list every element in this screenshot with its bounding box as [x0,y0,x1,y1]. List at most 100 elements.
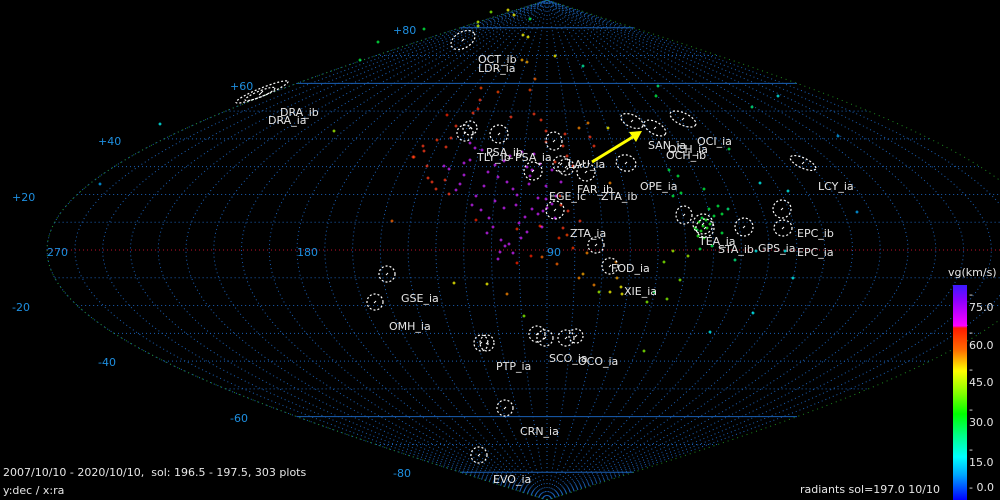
radiant-point [485,282,489,286]
radiant-point [493,163,497,167]
radiant-point [499,238,503,242]
radiant-point [476,24,480,28]
radiant-point [511,187,515,191]
ellipse-center-mark [373,300,377,304]
radiant-point [485,231,489,235]
ra-gridline [407,0,548,500]
ellipse-center-mark [742,225,746,229]
shower-label: PSA_ib [486,146,523,159]
radiant-point [553,54,557,58]
radiant-point [652,290,656,294]
ellipse-center-mark [780,207,784,211]
error-ellipse [523,161,543,181]
radiant-point [733,258,737,262]
radiant-point [489,10,493,14]
radiant-point [561,144,565,148]
ra-gridline [546,0,854,500]
radiant-point [544,197,548,201]
radiant-point [462,161,466,165]
radiant-point [445,113,449,117]
error-ellipse [669,110,697,128]
radiant-point [496,90,500,94]
radiant-point [458,182,462,186]
ellipse-center-mark [559,162,563,166]
radiant-point [776,94,780,98]
radiant-point [563,132,567,136]
ellipse-center-mark [385,272,389,276]
axis-tick-label: +60 [230,80,253,93]
ellipse-center-mark [608,264,612,268]
radiant-point [447,167,451,171]
radiant-point [553,216,557,220]
shower-label: STA_ib [718,243,754,256]
radiant-point [558,194,562,198]
radiant-point [608,290,612,294]
radiant-point [468,158,472,162]
error-ellipse [773,219,793,237]
error-ellipse [643,119,667,137]
ra-gridline [546,0,742,500]
axis-tick-label: -80 [393,467,411,480]
shower-label: DRA_ia [268,114,307,127]
ellipse-center-mark [781,226,785,230]
radiant-point [503,244,507,248]
ellipse-center-mark [594,243,598,247]
radiant-point [525,230,529,234]
arrow-head-icon [629,131,642,142]
radiant-point [592,144,596,148]
error-ellipse [473,334,489,352]
radiant-point [696,234,700,238]
radiant-point [520,150,524,154]
radiant-point [523,215,527,219]
radiant-point [676,174,680,178]
shower-label: EVO_ia [493,473,531,486]
error-ellipse [378,265,396,283]
error-ellipse [734,217,754,237]
radiant-point [474,194,478,198]
shower-label: OCT_ib [478,53,517,66]
colorbar-tick-label: - 30.0 [969,403,994,429]
error-ellipse [587,236,605,254]
radiant-point [698,247,702,251]
radiant-point [708,222,712,226]
radiant-point [530,207,534,211]
radiant-point [702,236,706,240]
radiant-point [444,145,448,149]
radiant-point [754,249,758,253]
radiant-point [720,212,724,216]
radiant-point [528,88,532,92]
chart-title: radiants sol=197.0 10/10 [800,483,940,496]
axis-tick-label: 180 [297,246,318,259]
radiant-point [496,175,500,179]
radiant-point [502,159,506,163]
radiant-point [158,122,162,126]
ra-gridline [546,0,826,500]
axis-tick-label: +20 [12,191,35,204]
radiant-point [476,20,480,24]
radiant-point [505,180,509,184]
radiant-point [502,206,506,210]
ellipse-center-mark [479,341,483,345]
radiant-point [553,160,557,164]
radiant-point [586,121,590,125]
radiant-point [708,330,712,334]
shower-label: EPC_ia [797,246,834,259]
ellipse-center-mark [564,336,568,340]
error-ellipse [545,200,565,220]
radiant-point [434,187,438,191]
radiant-point [532,112,536,116]
radiant-point [550,202,554,206]
ra-gridline [74,0,548,500]
ellipse-center-mark [624,161,628,165]
radiant-point [540,255,544,259]
radiant-point [528,17,532,21]
radiant-point [665,297,669,301]
radiant-point [430,180,434,184]
shower-label: SAN_ia [648,139,686,152]
arrow-shaft [591,133,637,164]
radiant-point [581,64,585,68]
shower-label: EPC_ib [797,227,834,240]
radiant-point [509,115,513,119]
